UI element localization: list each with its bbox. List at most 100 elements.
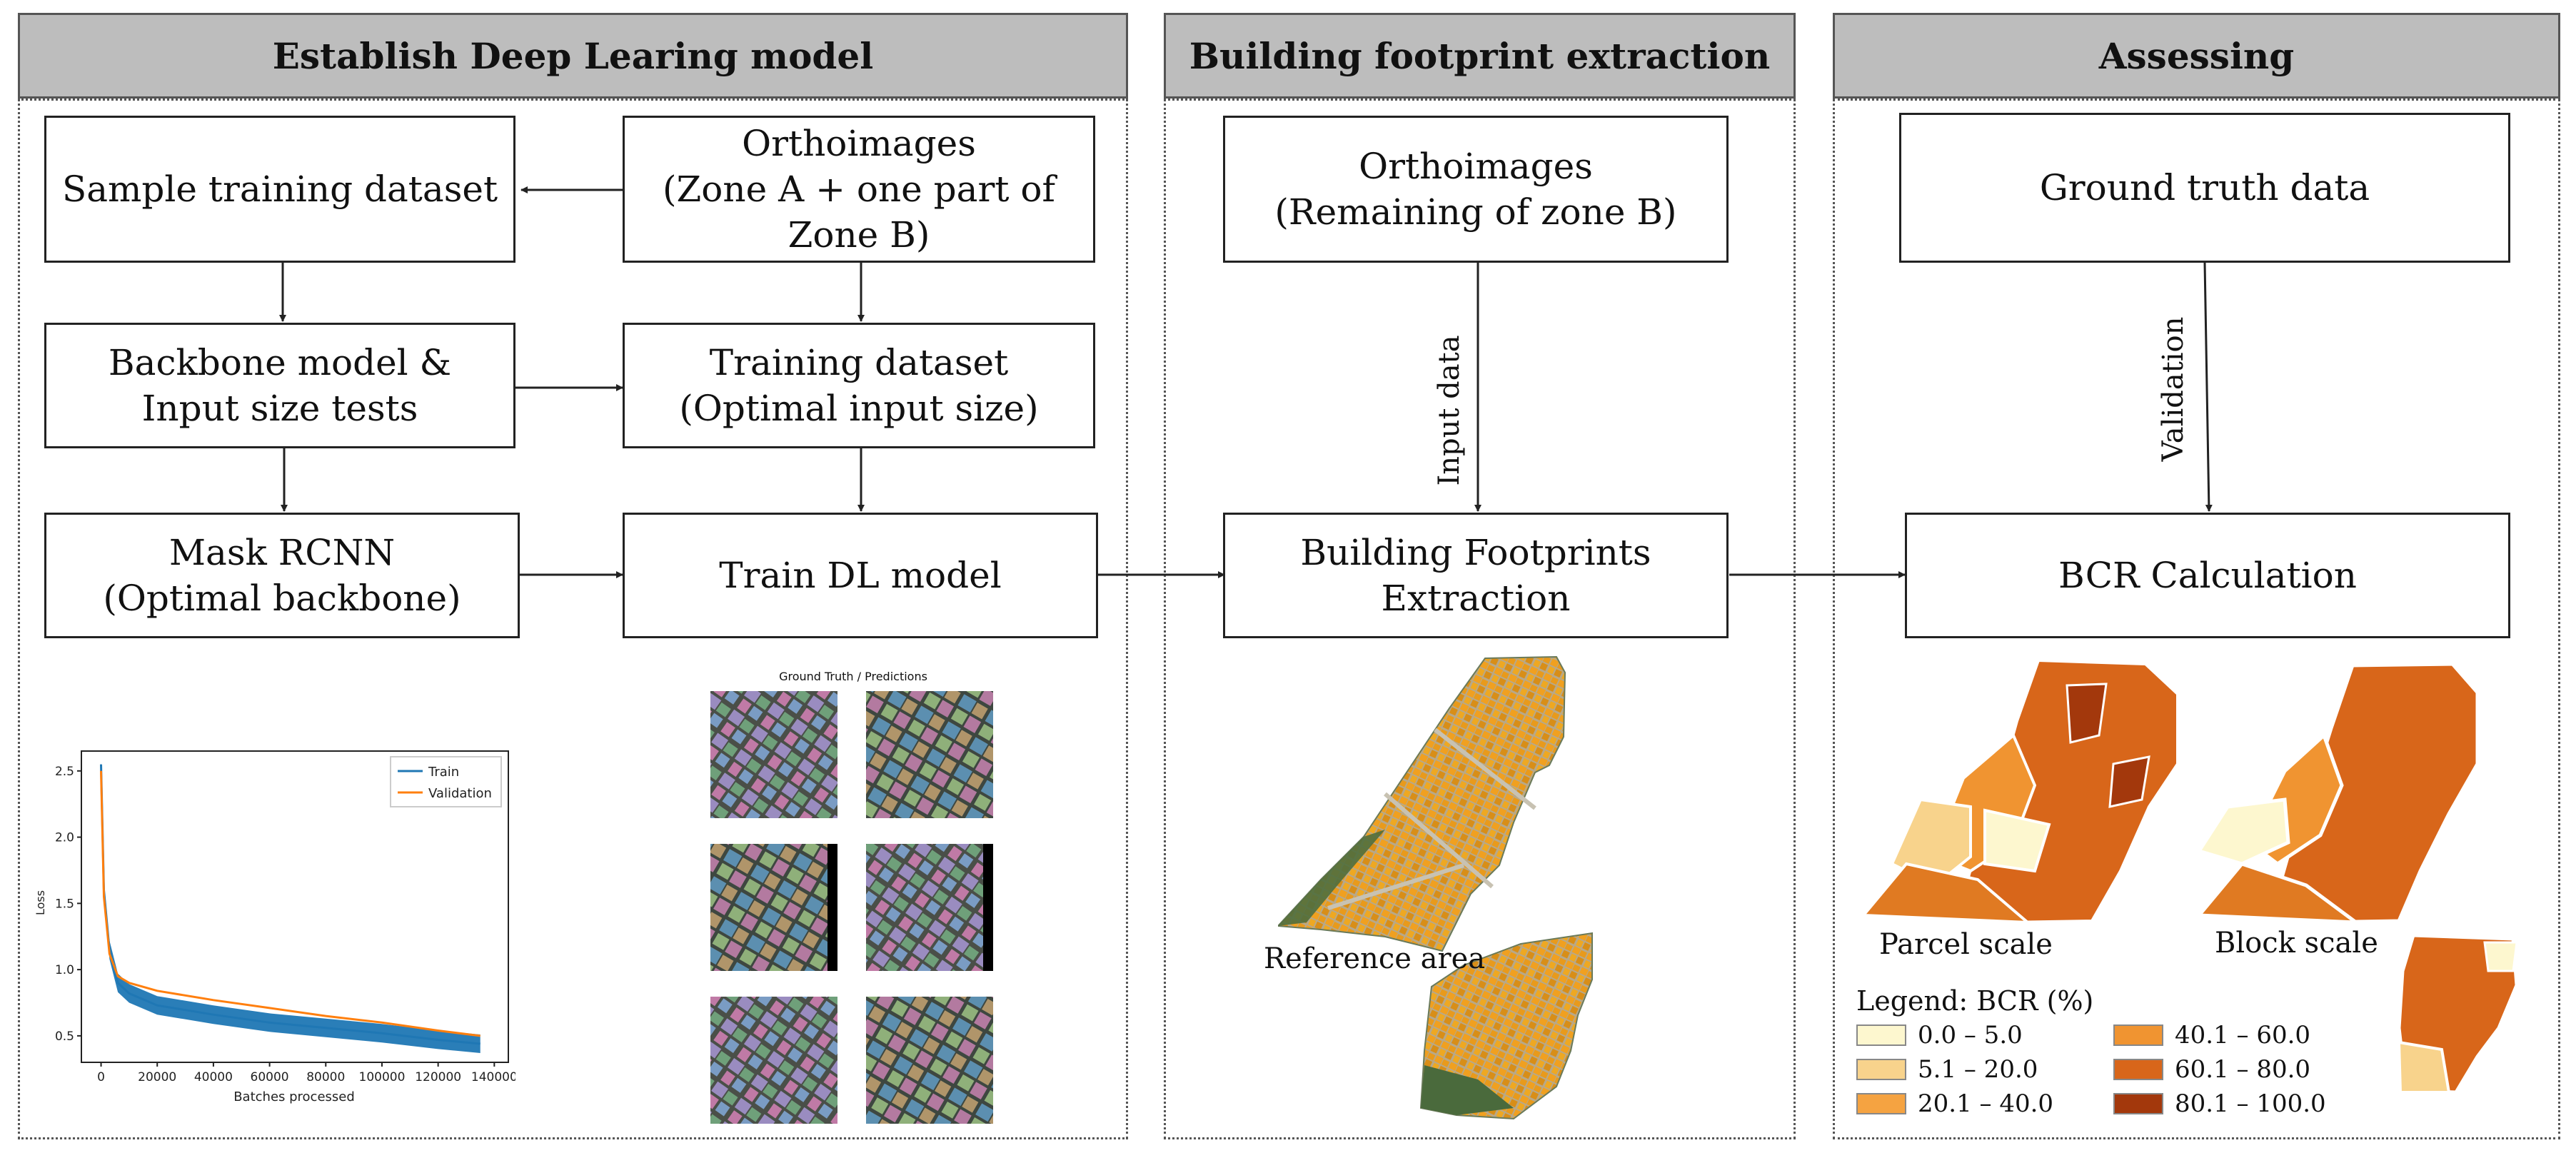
legend-swatch xyxy=(2113,1093,2163,1114)
legend-swatch xyxy=(2113,1024,2163,1046)
x-tick-label: 60000 xyxy=(251,1070,289,1084)
vegetation-strip xyxy=(1278,830,1385,926)
y-tick-label: 2.5 xyxy=(55,765,74,779)
box-ground-truth-data: Ground truth data xyxy=(1899,113,2510,263)
series-validation-line xyxy=(100,770,481,1037)
box-text-line: (Zone A + one part of xyxy=(663,168,1055,210)
legend-swatch xyxy=(1856,1093,1906,1114)
box-text-line: Extraction xyxy=(1381,578,1571,619)
legend-swatch xyxy=(1856,1059,1906,1080)
box-text-line: Orthoimages xyxy=(742,123,976,164)
legend-label: 40.1 – 60.0 xyxy=(2175,1021,2311,1049)
box-bcr-calculation: BCR Calculation xyxy=(1905,513,2510,638)
legend-label: 0.0 – 5.0 xyxy=(1918,1021,2023,1049)
panel-footprint-extraction xyxy=(1164,99,1796,1139)
legend-item: 60.1 – 80.0 xyxy=(2113,1055,2356,1084)
x-tick-label: 40000 xyxy=(194,1070,233,1084)
box-text-line: Backbone model & xyxy=(108,342,452,383)
parcel-region-strip xyxy=(1863,862,2032,925)
legend-item: 80.1 – 100.0 xyxy=(2113,1089,2356,1118)
box-text-line: Training dataset xyxy=(709,342,1009,383)
legend-item: 20.1 – 40.0 xyxy=(1856,1089,2113,1118)
y-tick-label: 1.0 xyxy=(55,963,74,977)
x-tick-label: 100000 xyxy=(359,1070,406,1084)
box-text-line: (Remaining of zone B) xyxy=(1274,191,1677,233)
prediction-tile-black-edge xyxy=(983,844,993,971)
header-footprint-extraction: Building footprint extraction xyxy=(1164,13,1796,99)
prediction-tile xyxy=(710,691,837,818)
box-text-line: Input size tests xyxy=(141,388,418,429)
box-mask-rcnn: Mask RCNN (Optimal backbone) xyxy=(44,513,520,638)
caption-block-scale: Block scale xyxy=(2215,927,2378,960)
block-region-lower-pale xyxy=(2483,941,2518,972)
label-input-data: Input data xyxy=(1433,335,1466,486)
box-text-line: Mask RCNN xyxy=(168,532,396,573)
y-axis-label: Loss xyxy=(34,890,47,915)
header-label: Establish Deep Learing model xyxy=(272,34,874,77)
box-text-line: (Optimal backbone) xyxy=(103,578,461,619)
box-text: Sample training dataset xyxy=(61,168,498,210)
caption-parcel-scale: Parcel scale xyxy=(1879,928,2053,961)
y-tick-label: 2.0 xyxy=(55,831,74,845)
label-validation: Validation xyxy=(2157,316,2190,462)
x-tick-label: 120000 xyxy=(415,1070,461,1084)
box-text-line: Building Footprints xyxy=(1300,532,1651,573)
legend-label: 80.1 – 100.0 xyxy=(2175,1089,2326,1118)
vegetation-lower xyxy=(1421,1065,1514,1115)
legend-title: Legend: BCR (%) xyxy=(1856,985,2094,1017)
bcr-legend: Legend: BCR (%) 0.0 – 5.0 40.1 – 60.0 5.… xyxy=(1856,985,2356,1135)
predictions-grid xyxy=(710,691,993,1124)
box-text: Train DL model xyxy=(719,555,1002,596)
prediction-tile xyxy=(710,997,837,1124)
header-establish-model: Establish Deep Learing model xyxy=(18,13,1128,99)
header-label: Building footprint extraction xyxy=(1189,34,1771,77)
y-tick-label: 0.5 xyxy=(55,1029,74,1044)
legend-label: 5.1 – 20.0 xyxy=(1918,1055,2038,1084)
box-orthoimages-zone-b: Orthoimages(Remaining of zone B) xyxy=(1223,116,1729,263)
box-backbone-model-tests: Backbone model & Input size tests xyxy=(44,323,515,448)
block-region-lower-light xyxy=(2397,1040,2451,1094)
reference-area-map xyxy=(1278,655,1593,1120)
box-text-line: (Optimal input size) xyxy=(679,388,1039,429)
zone-b-footprints xyxy=(1278,655,1566,952)
block-scale-map xyxy=(2199,662,2519,1094)
legend-swatch xyxy=(2113,1059,2163,1080)
legend-train-label: Train xyxy=(428,765,459,780)
x-axis-label: Batches processed xyxy=(233,1089,355,1104)
road xyxy=(1327,727,1536,910)
legend-swatch xyxy=(1856,1024,1906,1046)
parcel-region-darkest xyxy=(2108,755,2150,808)
legend-label: 20.1 – 40.0 xyxy=(1918,1089,2054,1118)
parcel-scale-map xyxy=(1863,658,2179,925)
legend-item: 5.1 – 20.0 xyxy=(1856,1055,2113,1084)
prediction-tile xyxy=(866,691,993,818)
header-assessing: Assessing xyxy=(1833,13,2560,99)
x-tick-label: 0 xyxy=(97,1070,105,1084)
block-region-pale xyxy=(2199,797,2290,866)
zone-b-lower-footprints xyxy=(1419,932,1593,1120)
legend-validation-label: Validation xyxy=(428,786,492,801)
prediction-tile xyxy=(710,844,837,971)
prediction-tile-black-edge xyxy=(827,844,837,971)
prediction-tile xyxy=(866,997,993,1124)
box-text-line: Zone B) xyxy=(788,214,930,256)
panel-establish-model xyxy=(18,99,1128,1139)
box-training-dataset: Training dataset (Optimal input size) xyxy=(623,323,1095,448)
predictions-title: Ground Truth / Predictions xyxy=(779,670,927,683)
block-region-strip xyxy=(2199,862,2363,925)
chart-legend-box xyxy=(390,756,502,807)
x-tick-label: 20000 xyxy=(138,1070,176,1084)
box-sample-training-dataset: Sample training dataset xyxy=(44,116,515,263)
arrow-groundtruth-to-bcr xyxy=(2203,262,2213,512)
box-train-dl-model: Train DL model xyxy=(623,513,1098,638)
box-text: BCR Calculation xyxy=(2058,555,2357,596)
legend-label: 60.1 – 80.0 xyxy=(2175,1055,2311,1084)
loss-chart: 0.5 1.0 1.5 2.0 2.5 0 20000 40000 60000 80000 100… xyxy=(30,744,518,1108)
box-text-line: Orthoimages xyxy=(1359,146,1593,187)
y-tick-label: 1.5 xyxy=(55,897,74,911)
x-tick-label: 80000 xyxy=(306,1070,345,1084)
box-text: Ground truth data xyxy=(2039,167,2370,208)
